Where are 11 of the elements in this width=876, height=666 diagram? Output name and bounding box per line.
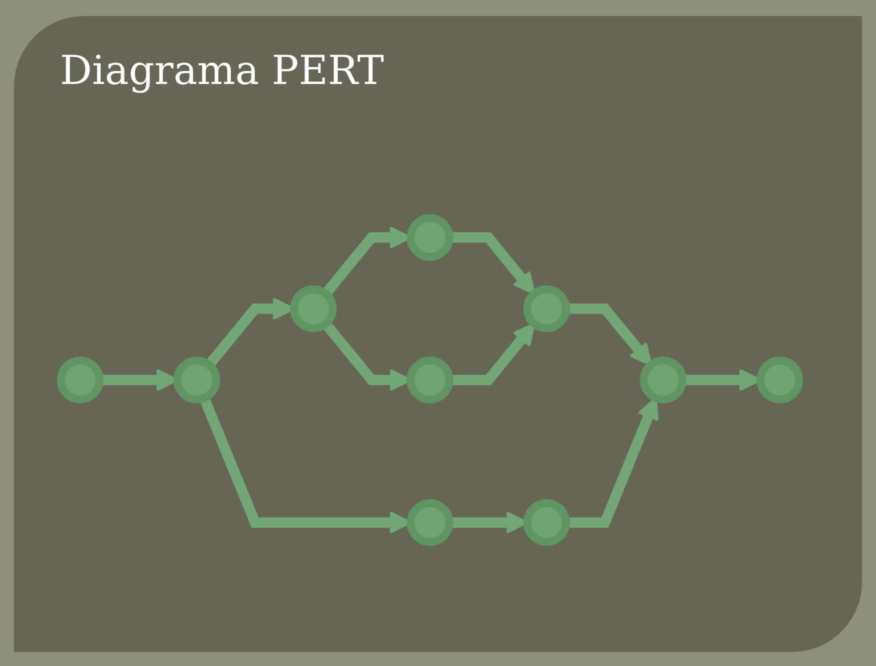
node-circle	[290, 285, 337, 332]
node-circle	[173, 356, 220, 404]
node-circle	[406, 356, 454, 404]
node-circle	[640, 356, 687, 404]
node-circle	[406, 499, 454, 546]
node-circle	[406, 214, 454, 261]
title: Diagrama PERT	[60, 48, 384, 94]
node-circle	[523, 499, 570, 546]
node-circle	[756, 356, 804, 404]
node-circle	[56, 356, 104, 404]
node-circle	[523, 285, 570, 332]
